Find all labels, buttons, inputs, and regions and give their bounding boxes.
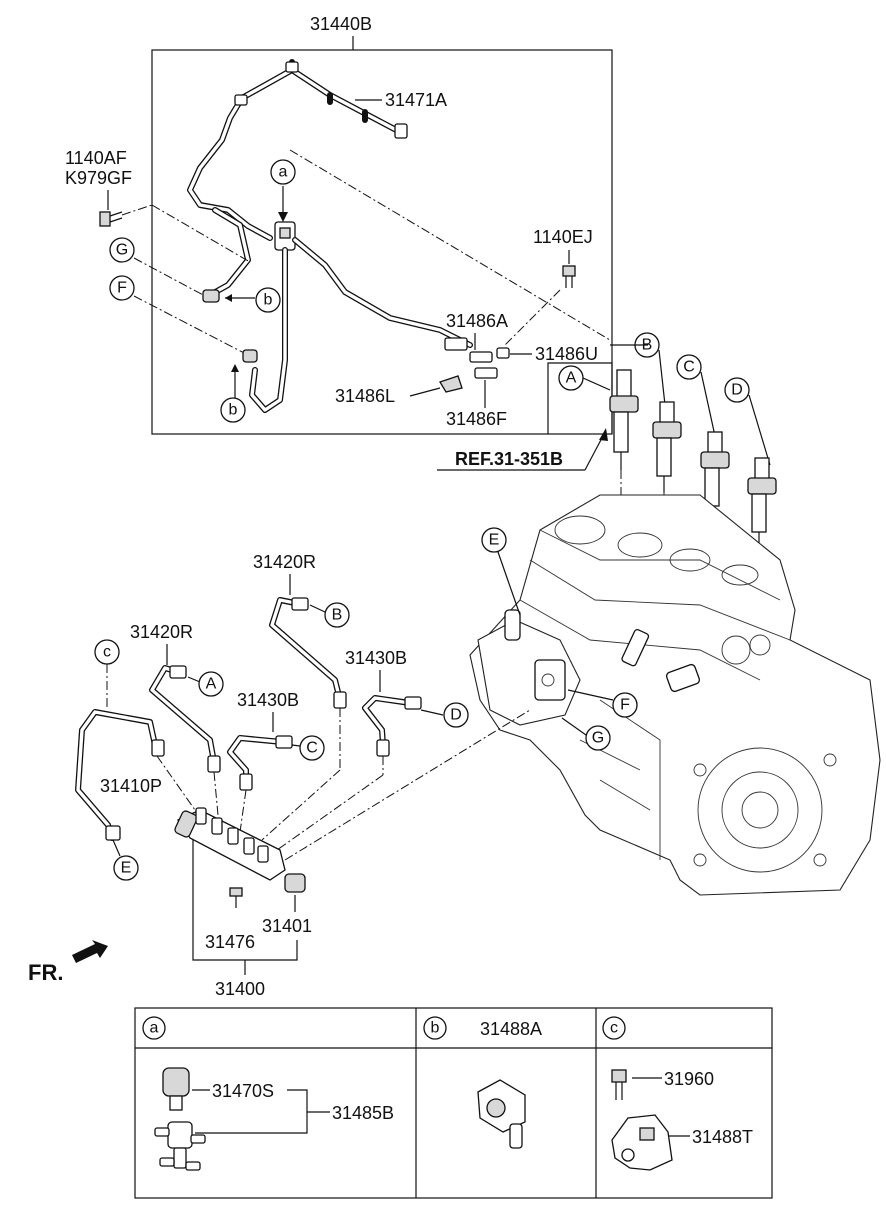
part-31470S	[162, 1067, 190, 1097]
fitting-G	[202, 289, 220, 303]
label-31420R-left: 31420R	[130, 622, 193, 642]
label-31470S: 31470S	[212, 1081, 274, 1101]
label-31410P: 31410P	[100, 776, 162, 796]
bolt-1140EJ: 1140EJ	[504, 227, 593, 346]
injector-A	[609, 369, 639, 560]
label-31420R-top: 31420R	[253, 552, 316, 572]
injector-D	[747, 457, 777, 600]
label-31471A: 31471A	[385, 90, 447, 110]
label-fr: FR.	[28, 960, 63, 985]
callout-C-pipe: C	[306, 740, 318, 757]
rail-pressure-sensor	[284, 873, 306, 893]
label-31486L: 31486L	[335, 386, 395, 406]
callout-G: G	[116, 242, 128, 259]
part-31485B	[154, 1121, 206, 1171]
callout-b-low: b	[229, 402, 238, 419]
return-line-frame	[151, 49, 613, 435]
label-31960: 31960	[664, 1069, 714, 1089]
injectors: A B C D	[289, 149, 777, 600]
front-direction-indicator: FR.	[28, 940, 108, 985]
label-31400: 31400	[215, 979, 265, 999]
svg-text:a: a	[279, 164, 288, 181]
ref-label: REF.31-351B	[455, 449, 563, 469]
label-31486A: 31486A	[446, 311, 508, 331]
engine-callouts: E F G	[481, 527, 638, 751]
callout-F-eng: F	[620, 697, 630, 714]
fitting-callouts: G b F b	[109, 237, 281, 423]
part-31488T	[611, 1114, 673, 1171]
legend-letter-a: a	[150, 1020, 159, 1037]
callout-b-mid: b	[264, 292, 273, 309]
callout-E-eng: E	[489, 532, 500, 549]
label-31401: 31401	[262, 916, 312, 936]
label-31440B: 31440B	[310, 14, 372, 34]
callout-C-inj: C	[683, 359, 695, 376]
fitting-F	[242, 349, 258, 363]
legend-title-31488A: 31488A	[480, 1019, 542, 1039]
common-rail: 31476 31401 31400	[174, 807, 312, 999]
label-31430B-mid: 31430B	[237, 690, 299, 710]
engine-block	[469, 494, 881, 896]
callout-c-pipe: c	[103, 644, 111, 661]
label-31485B: 31485B	[332, 1103, 394, 1123]
part-31960	[611, 1069, 627, 1100]
return-hose-assembly: 31471A	[187, 59, 447, 241]
legend-table: a b 31488A c 31470S 31485B	[134, 1007, 773, 1199]
bolt-1140AF: 1140AF K979GF	[65, 148, 251, 263]
return-line-box: 31440B	[151, 14, 613, 435]
label-31486F: 31486F	[446, 409, 507, 429]
legend-letter-c: c	[610, 1020, 618, 1037]
callout-A-pipe: A	[206, 676, 217, 693]
callout-D-inj: D	[731, 382, 743, 399]
callout-A-inj: A	[566, 370, 577, 387]
high-pressure-pipes: 31420R B 31420R A 31430B D 31430B	[75, 552, 531, 881]
leak-off-pipe	[207, 207, 498, 413]
part-31488A	[477, 1079, 526, 1149]
label-31488T: 31488T	[692, 1127, 753, 1147]
callout-G-eng: G	[592, 730, 604, 747]
callout-D-pipe: D	[450, 707, 462, 724]
return-valve-a: a	[270, 159, 296, 251]
clip-set-31486: 31486A 31486U 31486L 31486F	[335, 311, 598, 429]
fr-arrow-icon	[72, 940, 108, 963]
label-1140EJ: 1140EJ	[533, 227, 593, 247]
label-K979GF: K979GF	[65, 168, 132, 188]
label-31486U: 31486U	[535, 344, 598, 364]
legend-letter-b: b	[431, 1020, 440, 1037]
label-31476: 31476	[205, 932, 255, 952]
label-31430B-right: 31430B	[345, 648, 407, 668]
callout-B-pipe: B	[332, 607, 343, 624]
callout-F: F	[117, 280, 127, 297]
callout-E-pipe: E	[121, 860, 132, 877]
callout-a-top	[270, 159, 296, 185]
label-1140AF: 1140AF	[65, 148, 127, 168]
